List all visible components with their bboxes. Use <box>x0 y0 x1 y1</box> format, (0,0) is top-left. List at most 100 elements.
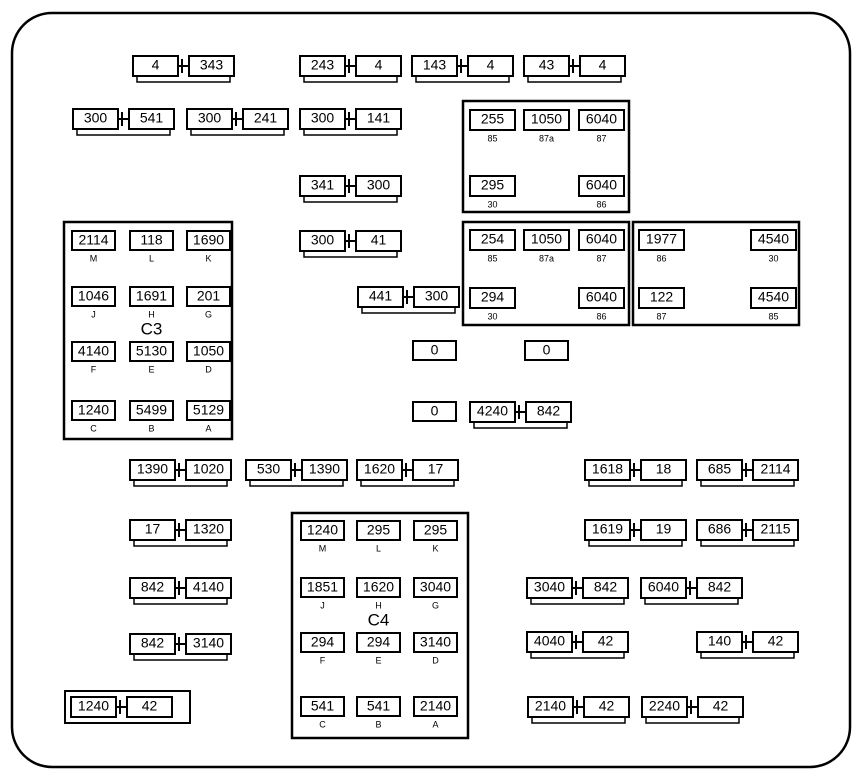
relay-pin-label: 30 <box>487 199 497 209</box>
connector-cell: 3140 <box>420 634 451 650</box>
connector-pin-label: F <box>91 364 97 374</box>
relay-cell: 1977 <box>646 231 677 247</box>
fuse-value: 343 <box>200 57 224 73</box>
relay-cell: 6040 <box>586 177 617 193</box>
fuse-value: 300 <box>367 177 391 193</box>
fuse-pair[interactable]: 842 3140 <box>129 633 232 661</box>
fuse-pair[interactable]: 140 42 <box>696 631 799 659</box>
fuse-pair[interactable]: 300 141 <box>299 108 402 136</box>
connector-cell: 541 <box>311 698 335 714</box>
connector-pin-label: D <box>432 655 439 665</box>
connector-cell: 2114 <box>78 232 108 248</box>
relay-1[interactable]: 255 85 1050 87a 6040 87 295 30 6040 86 <box>461 99 631 214</box>
fuse-pair[interactable]: 1619 19 <box>584 519 687 547</box>
connector-cell: 5129 <box>193 402 224 418</box>
connector-cell: 295 <box>367 522 391 538</box>
fuse-value: 1618 <box>592 461 623 477</box>
relay-cell: 254 <box>481 231 505 247</box>
connector-cell: 541 <box>367 698 391 714</box>
connector-cell: 118 <box>140 232 163 248</box>
relay-pin-label: 30 <box>487 311 497 321</box>
connector-pin-label: F <box>320 655 326 665</box>
relay-pin-label: 87 <box>596 133 606 143</box>
connector-pin-label: B <box>148 423 154 433</box>
relay-pin-label: 86 <box>656 253 666 263</box>
fuse-pair[interactable]: 2140 42 <box>527 696 630 724</box>
fuse-pair[interactable]: 4040 42 <box>526 631 629 659</box>
connector-cell: 1690 <box>193 232 224 248</box>
fuse-value: 300 <box>311 232 335 248</box>
fuse-pair[interactable]: 43 4 <box>523 55 626 83</box>
fuse-value: 6040 <box>648 579 679 595</box>
fuse-pair[interactable]: 1390 1020 <box>129 459 232 487</box>
connector-cell: 1851 <box>307 579 338 595</box>
fuse-single[interactable]: 0 <box>412 340 457 361</box>
fuse-pair[interactable]: 842 4140 <box>129 577 232 605</box>
fuse-pair[interactable]: 530 1390 <box>245 459 348 487</box>
fuse-value: 1619 <box>592 521 623 537</box>
fuse-value: 530 <box>257 461 281 477</box>
fuse-pair[interactable]: 1620 17 <box>356 459 459 487</box>
fuse-value: 143 <box>423 57 447 73</box>
connector-pin-label: C <box>90 423 97 433</box>
fuse-pair[interactable]: 143 4 <box>411 55 514 83</box>
fuse-value: 42 <box>599 698 615 714</box>
fuse-single[interactable]: 0 <box>524 340 569 361</box>
fuse-pair[interactable]: 686 2115 <box>696 519 799 547</box>
relay-pin-label: 85 <box>768 311 778 321</box>
fuse-value: 541 <box>140 110 164 126</box>
fuse-pair[interactable]: 1618 18 <box>584 459 687 487</box>
fuse-value: 842 <box>537 403 561 419</box>
relay-2[interactable]: 254 85 1050 87a 6040 87 294 30 6040 86 <box>461 220 631 327</box>
connector-pin-label: D <box>205 364 212 374</box>
fuse-value: 19 <box>656 521 672 537</box>
fuse-pair[interactable]: 17 1320 <box>129 519 232 547</box>
fuse-pair[interactable]: 300 41 <box>299 230 402 258</box>
connector-cell: 4140 <box>78 343 109 359</box>
fuse-value: 140 <box>708 633 732 649</box>
fuse-pair[interactable]: 4 343 <box>132 55 235 83</box>
fuse-value: 842 <box>708 579 732 595</box>
connector-cell: 3040 <box>420 579 451 595</box>
connector-c3[interactable]: 2114 M 118 L 1690 K 1046 J 1691 H 201 G … <box>62 220 234 441</box>
fuse-value: 141 <box>367 110 391 126</box>
fuse-pair[interactable]: 2240 42 <box>641 696 744 724</box>
fuse-value: 1020 <box>193 461 224 477</box>
fuse-pair[interactable]: 3040 842 <box>526 577 629 605</box>
fuse-value: 4 <box>152 57 160 73</box>
connector-pin-label: M <box>90 253 98 263</box>
relay-pin-label: 85 <box>487 133 497 143</box>
connector-cell: 294 <box>367 634 391 650</box>
fuse-value: 43 <box>539 57 555 73</box>
fuse-value: 1240 <box>78 698 109 714</box>
fuse-pair[interactable]: 341 300 <box>299 175 402 203</box>
fuse-pair[interactable]: 685 2114 <box>696 459 799 487</box>
relay-cell: 6040 <box>586 289 617 305</box>
connector-c4[interactable]: 1240 M 295 L 295 K 1851 J 1620 H 3040 G … <box>290 511 470 740</box>
fuse-value: 300 <box>84 110 108 126</box>
fuse-pair[interactable]: 6040 842 <box>640 577 743 605</box>
fuse-pair[interactable]: 300 241 <box>186 108 289 136</box>
fuse-value: 241 <box>254 110 278 126</box>
connector-pin-label: G <box>205 309 212 319</box>
fuse-value: 0 <box>543 342 551 358</box>
connector-cell: 201 <box>197 288 221 304</box>
fuse-value: 341 <box>311 177 335 193</box>
fuse-single[interactable]: 0 <box>412 401 457 422</box>
fuse-value: 3140 <box>193 635 224 651</box>
fuse-pair[interactable]: 441 300 <box>357 286 460 314</box>
fuse-pair[interactable]: 4240 842 <box>469 401 572 429</box>
connector-pin-label: A <box>432 719 438 729</box>
connector-pin-label: K <box>432 543 438 553</box>
connector-label: C3 <box>141 319 163 338</box>
fuse-value: 4240 <box>477 403 508 419</box>
relay-3[interactable]: 1977 86 4540 30 122 87 4540 85 <box>631 220 801 327</box>
fuse-pair[interactable]: 243 4 <box>299 55 402 83</box>
connector-pin-label: E <box>148 364 154 374</box>
fuse-pair[interactable]: 300 541 <box>72 108 175 136</box>
relay-cell: 6040 <box>586 231 617 247</box>
connector-label: C4 <box>368 610 390 629</box>
fuse-pair-framed[interactable]: 1240 42 <box>64 690 191 724</box>
fuse-value: 1390 <box>137 461 168 477</box>
connector-cell: 5130 <box>136 343 167 359</box>
